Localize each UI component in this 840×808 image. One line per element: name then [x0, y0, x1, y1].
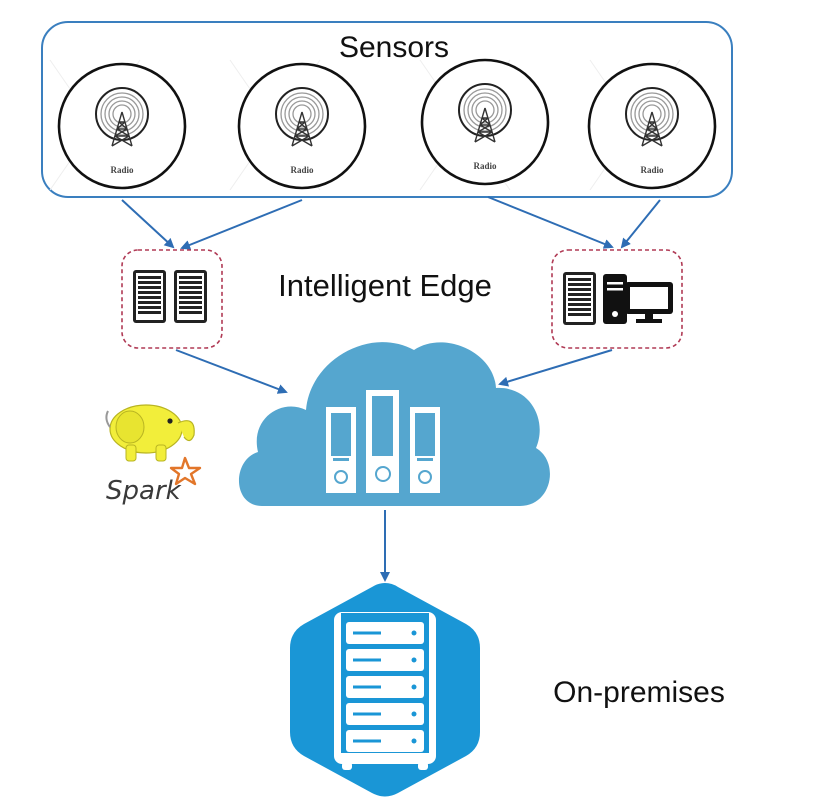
sensor-label: Radio: [290, 165, 314, 175]
arrow-edge-left-to-cloud: [175, 349, 288, 394]
hadoop-elephant-icon: [105, 404, 195, 462]
arrow-edge-right-to-cloud: [498, 349, 613, 387]
spark-logo: Spark: [106, 456, 202, 506]
server-rack-icon: [133, 270, 166, 323]
server-rack-hexagon-icon: [334, 612, 436, 770]
server-unit: [346, 703, 424, 725]
arrow-sensor1-to-edge-left: [121, 199, 175, 249]
connections: [121, 196, 661, 582]
edge-right-node: [551, 249, 683, 349]
sensors-group: Sensors Radio Radio Radio Radio: [41, 21, 733, 198]
radio-tower-icon: [275, 87, 329, 147]
sensor-circle: [587, 62, 717, 190]
server-unit: [346, 622, 424, 644]
arrow-sensor4-to-edge-right: [620, 199, 661, 249]
radio-tower-icon: [95, 87, 149, 147]
desktop-computer-icon: [603, 274, 673, 324]
edge-left-node: [121, 249, 223, 349]
server-rack-icon: [563, 272, 596, 325]
server-unit: [346, 730, 424, 752]
sensor-item: Radio: [420, 58, 550, 186]
arrow-sensor3-to-edge-right: [487, 196, 614, 249]
sensor-circle: [420, 58, 550, 186]
spark-star-icon: [169, 456, 202, 486]
sensor-item: Radio: [57, 62, 187, 190]
sensor-label: Radio: [473, 161, 497, 171]
onprem-node: On-premises: [290, 583, 725, 797]
onprem-title: On-premises: [553, 676, 725, 709]
sensors-title: Sensors: [339, 31, 449, 64]
server-rack-icon: [174, 270, 207, 323]
radio-tower-icon: [458, 83, 512, 143]
sensor-item: Radio: [237, 62, 367, 190]
sensor-circle: [57, 62, 187, 190]
edge-title: Intelligent Edge: [278, 268, 492, 303]
cloud-storage-node: [238, 342, 550, 506]
sensor-item: Radio: [587, 62, 717, 190]
sensor-circle: [237, 62, 367, 190]
sensor-label: Radio: [110, 165, 134, 175]
sensor-label: Radio: [640, 165, 664, 175]
radio-tower-icon: [625, 87, 679, 147]
spark-label: Spark: [106, 476, 182, 506]
server-unit: [346, 676, 424, 698]
sensors-container: [41, 21, 733, 198]
storage-binder-icon: [326, 390, 440, 493]
arrow-sensor2-to-edge-left: [180, 199, 303, 250]
server-unit: [346, 649, 424, 671]
